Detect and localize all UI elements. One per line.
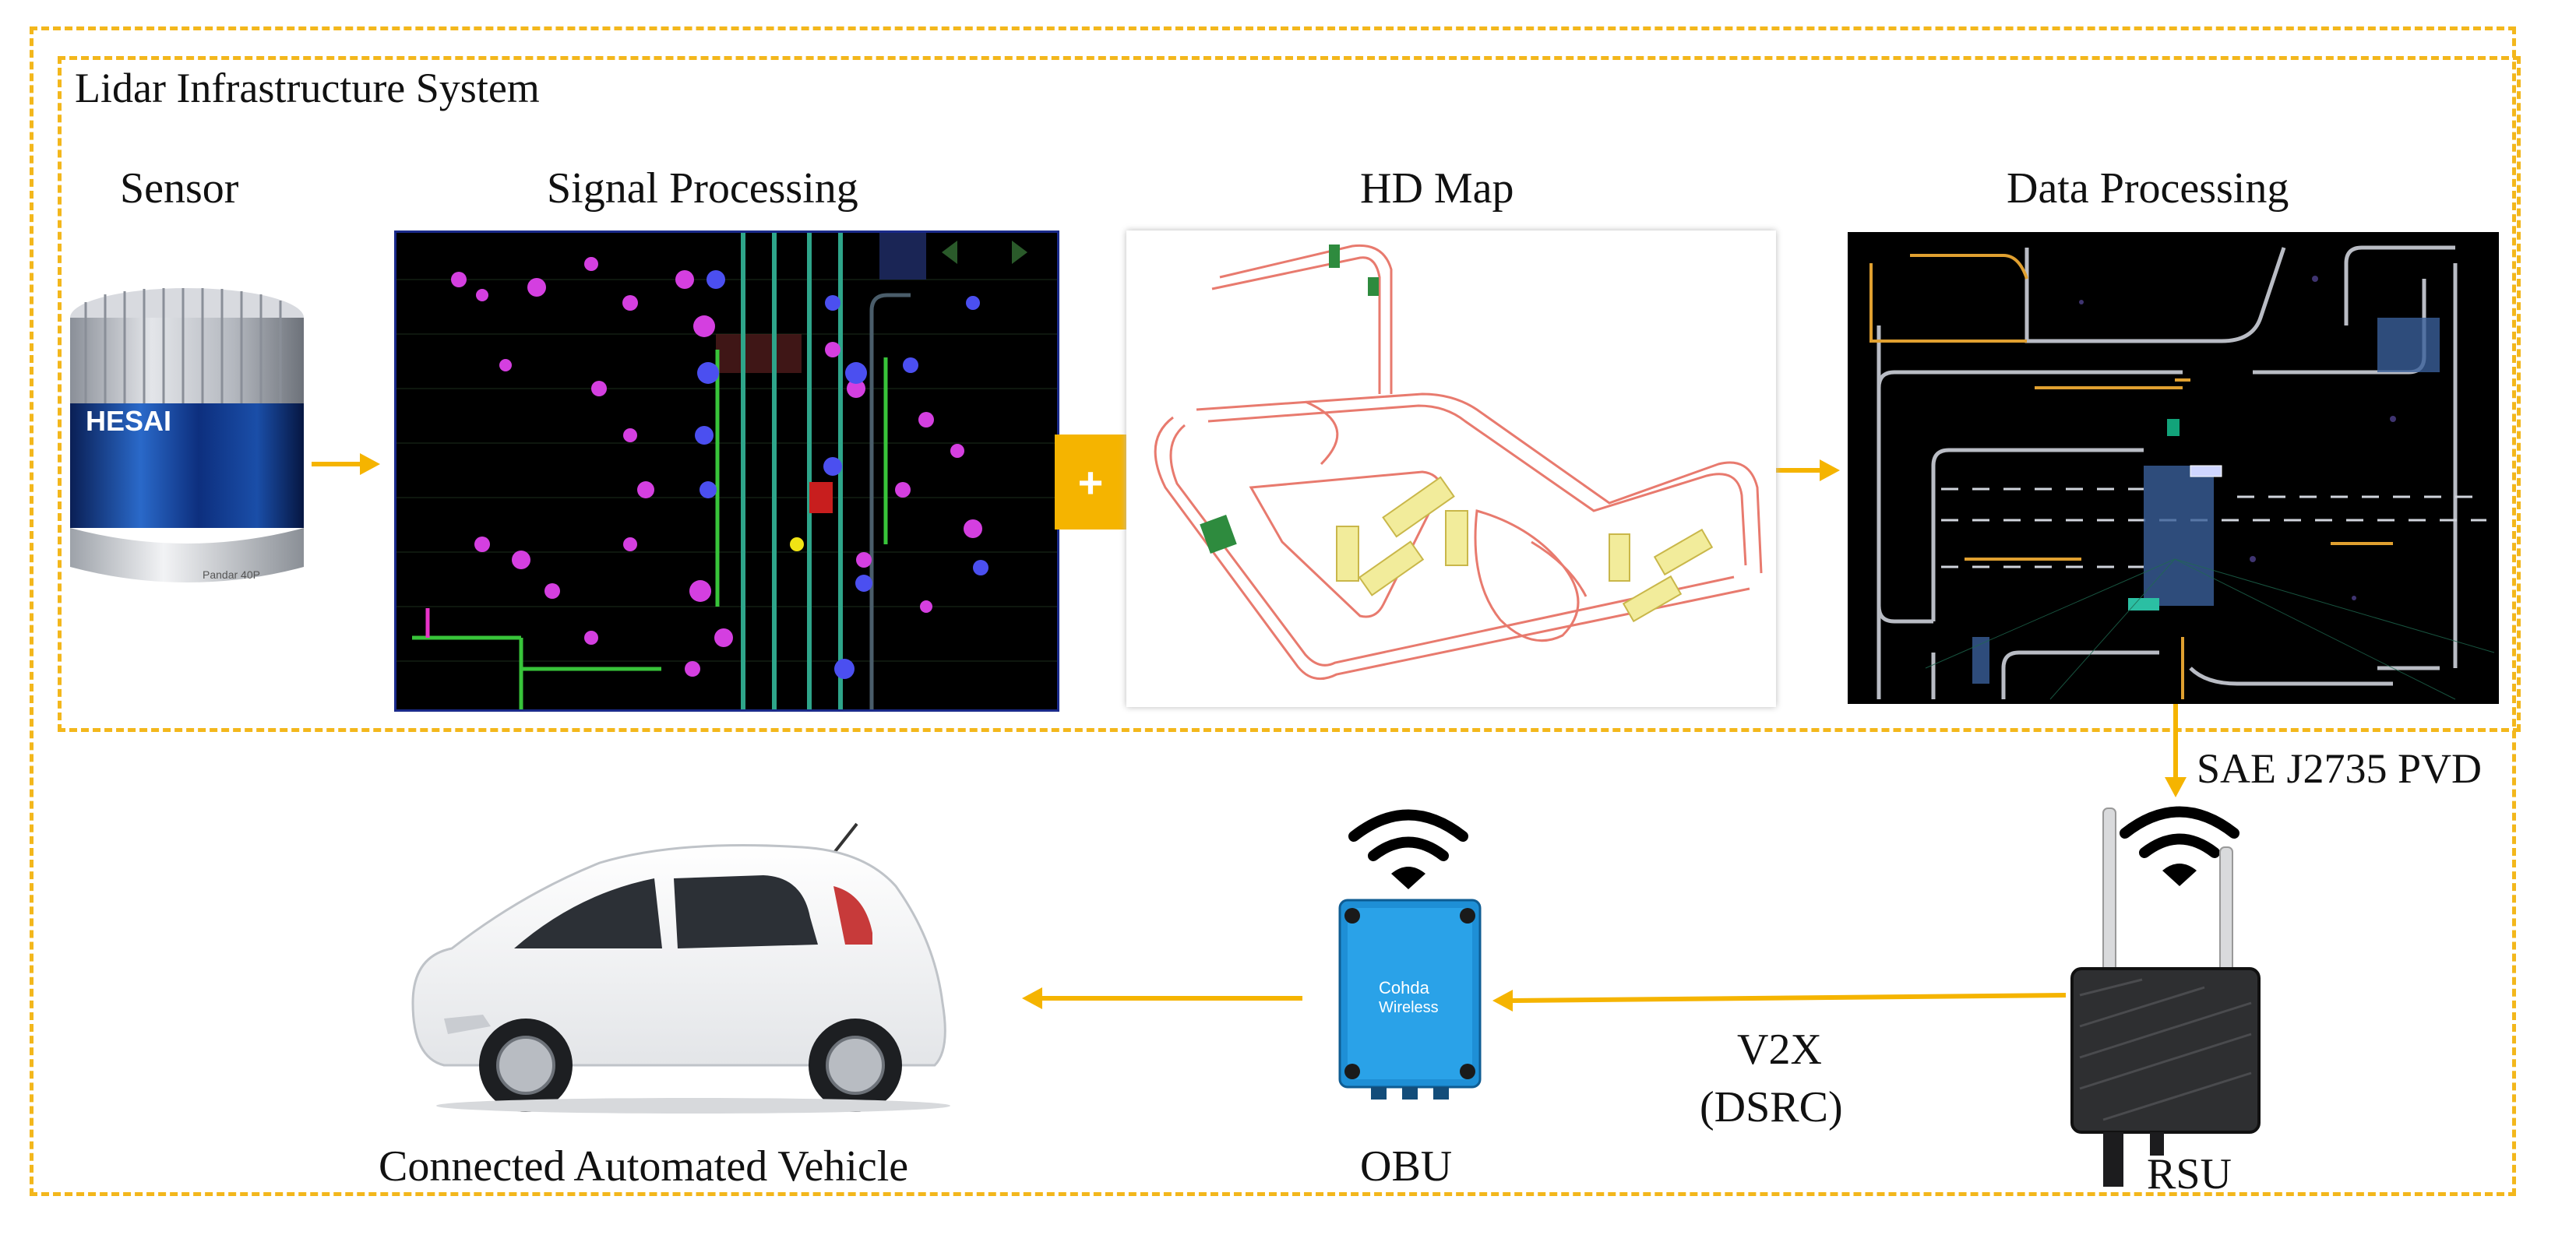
wifi-icon bbox=[2120, 806, 2239, 886]
obu-brand-1: Cohda bbox=[1379, 978, 1430, 998]
lidar-system-inner-border bbox=[58, 56, 2521, 732]
lidar-system-outer-border bbox=[30, 26, 2516, 1196]
stage-label-data-processing: Data Processing bbox=[2007, 164, 2289, 213]
obu-device-icon: Cohda Wireless bbox=[1338, 899, 1482, 1100]
wifi-icon bbox=[1348, 809, 1468, 889]
hd-map-panel bbox=[1126, 230, 1776, 707]
link-label-dsrc: (DSRC) bbox=[1700, 1083, 1843, 1131]
stage-label-signal-processing: Signal Processing bbox=[547, 164, 858, 213]
message-label: SAE J2735 PVD bbox=[2197, 745, 2483, 792]
merge-plus-symbol: + bbox=[1055, 435, 1126, 530]
sensor-brand: HESAI bbox=[86, 405, 171, 437]
signal-processing-panel bbox=[394, 230, 1059, 712]
link-label-v2x: V2X bbox=[1737, 1026, 1822, 1074]
vehicle-label: Connected Automated Vehicle bbox=[379, 1142, 909, 1191]
stage-label-sensor: Sensor bbox=[120, 164, 239, 213]
rsu-label: RSU bbox=[2147, 1150, 2232, 1198]
sensor-model: Pandar 40P bbox=[203, 568, 260, 581]
rsu-device-icon bbox=[2070, 808, 2261, 1187]
lidar-sensor-icon: HESAI Pandar 40P bbox=[70, 288, 304, 582]
obu-label: OBU bbox=[1360, 1142, 1453, 1191]
car-icon bbox=[411, 822, 950, 1114]
stage-label-hd-map: HD Map bbox=[1360, 164, 1514, 213]
data-processing-panel bbox=[1848, 232, 2499, 704]
obu-brand-2: Wireless bbox=[1379, 999, 1439, 1016]
system-title: Lidar Infrastructure System bbox=[75, 65, 540, 111]
